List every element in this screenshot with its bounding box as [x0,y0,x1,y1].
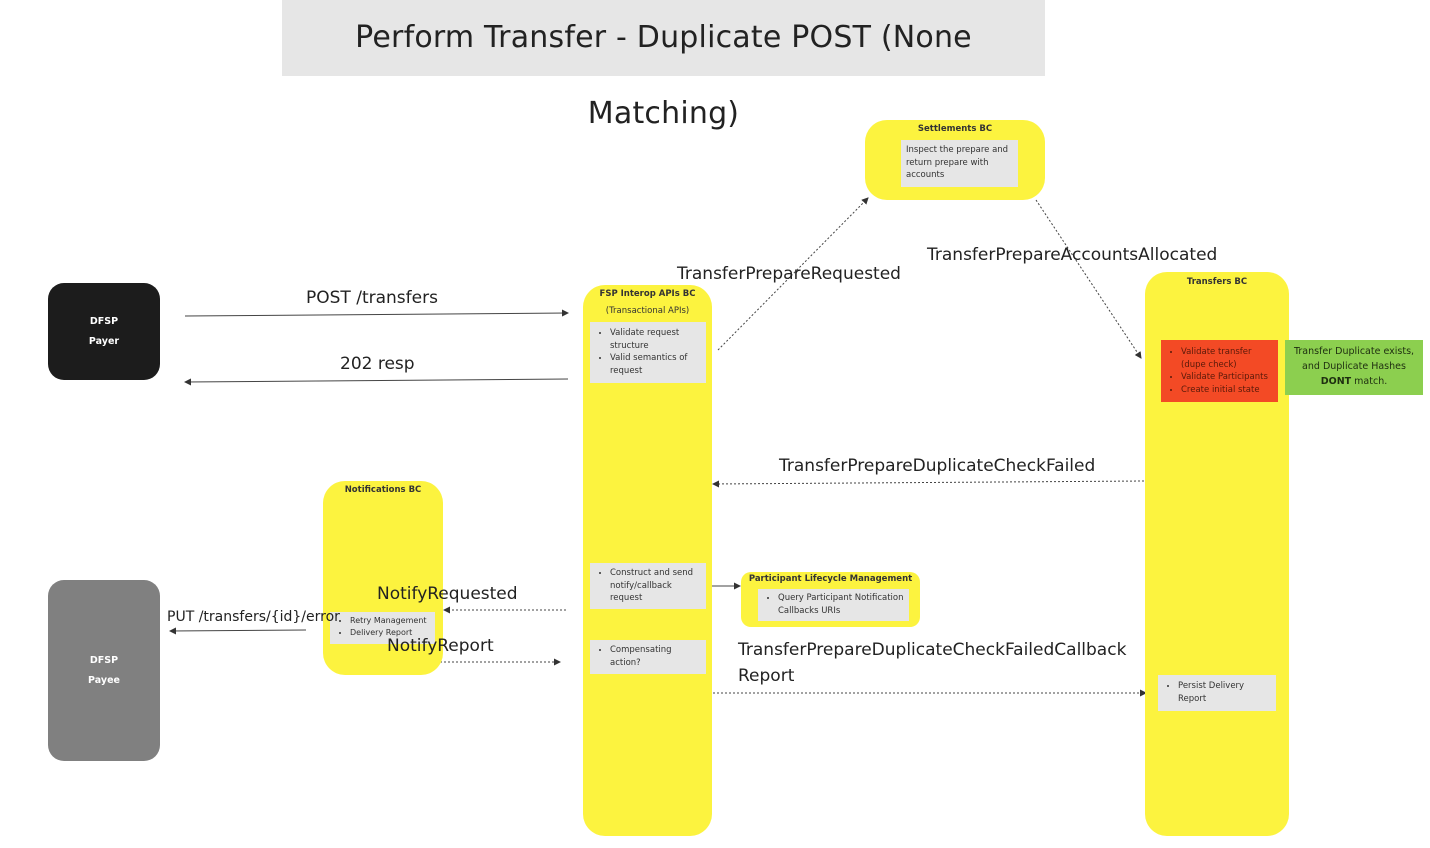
label-notify-requested: NotifyRequested [377,584,518,604]
notifications-item-2: Delivery Report [350,627,433,639]
edge-202-resp [184,378,569,386]
plm-title: Participant Lifecycle Management [748,574,913,584]
fsp-compensating-item-1: Compensating action? [610,644,704,669]
notifications-item-1: Retry Management [350,615,433,627]
duplicate-note-tail: match. [1351,376,1388,387]
dfsp-payer-node: DFSP Payer [48,283,160,380]
label-report: Report [738,666,795,686]
label-dup-check-failed: TransferPrepareDuplicateCheckFailed [779,456,1096,476]
transfers-persist-item-1: Persist Delivery Report [1178,680,1274,705]
settlements-bc-box: Inspect the prepare and return prepare w… [901,140,1018,187]
edge-accounts-allocated [1035,199,1142,359]
label-accounts-allocated: TransferPrepareAccountsAllocated [927,245,1218,265]
fsp-validate-item-2: Valid semantics of request [610,352,704,377]
fsp-construct-item-1: Construct and send notify/callback reque… [610,567,704,605]
label-202-resp: 202 resp [340,354,415,374]
transfers-validate-item-1: Validate transfer (dupe check) [1181,346,1276,371]
plm-box: Query Participant Notification Callbacks… [758,589,909,621]
duplicate-note: Transfer Duplicate exists, and Duplicate… [1285,340,1423,395]
edge-post-transfers [184,309,569,317]
notifications-bc-node: Notifications BC Retry Management Delive… [323,481,443,675]
page-title: Perform Transfer - Duplicate POST (None … [282,0,1045,131]
transfers-validate-item-2: Validate Participants [1181,371,1276,384]
settlements-bc-node: Settlements BC Inspect the prepare and r… [865,120,1045,200]
edge-dup-check-failed [712,480,1145,488]
duplicate-note-text: Transfer Duplicate exists, and Duplicate… [1293,346,1415,372]
fsp-interop-bc-node: FSP Interop APIs BC (Transactional APIs)… [583,285,712,836]
transfers-bc-node: Transfers BC Validate transfer (dupe che… [1145,272,1289,836]
edge-put-error [169,627,307,635]
transfers-bc-title: Transfers BC [1186,277,1248,287]
transfers-persist-box: Persist Delivery Report [1158,675,1276,711]
transfers-validate-item-3: Create initial state [1181,384,1276,397]
dfsp-payee-node: DFSP Payee [48,580,160,761]
settlements-bc-title: Settlements BC [917,124,993,134]
fsp-validate-box: Validate request structure Valid semanti… [590,322,706,383]
payee-line2: Payee [88,674,120,686]
notifications-box: Retry Management Delivery Report [330,612,435,644]
plm-node: Participant Lifecycle Management Query P… [741,572,920,627]
fsp-compensating-box: Compensating action? [590,640,706,674]
fsp-construct-box: Construct and send notify/callback reque… [590,563,706,609]
fsp-interop-bc-subtitle: (Transactional APIs) [605,306,690,316]
payer-line2: Payer [88,335,120,347]
plm-item-1: Query Participant Notification Callbacks… [778,592,907,617]
label-dup-check-failed-callback: TransferPrepareDuplicateCheckFailedCallb… [738,640,1127,660]
payer-line1: DFSP [89,315,119,327]
fsp-interop-bc-title: FSP Interop APIs BC [599,289,696,299]
edge-prepare-requested [717,197,869,351]
label-put-error: PUT /transfers/{id}/error [167,609,340,625]
label-prepare-requested: TransferPrepareRequested [677,264,901,284]
label-post-transfers: POST /transfers [306,288,438,308]
payee-line1: DFSP [89,654,119,666]
notifications-bc-title: Notifications BC [344,485,422,495]
transfers-validate-box: Validate transfer (dupe check) Validate … [1161,340,1278,402]
duplicate-note-bold: DONT [1320,376,1352,387]
label-notify-report: NotifyReport [387,636,494,656]
fsp-validate-item-1: Validate request structure [610,327,704,352]
